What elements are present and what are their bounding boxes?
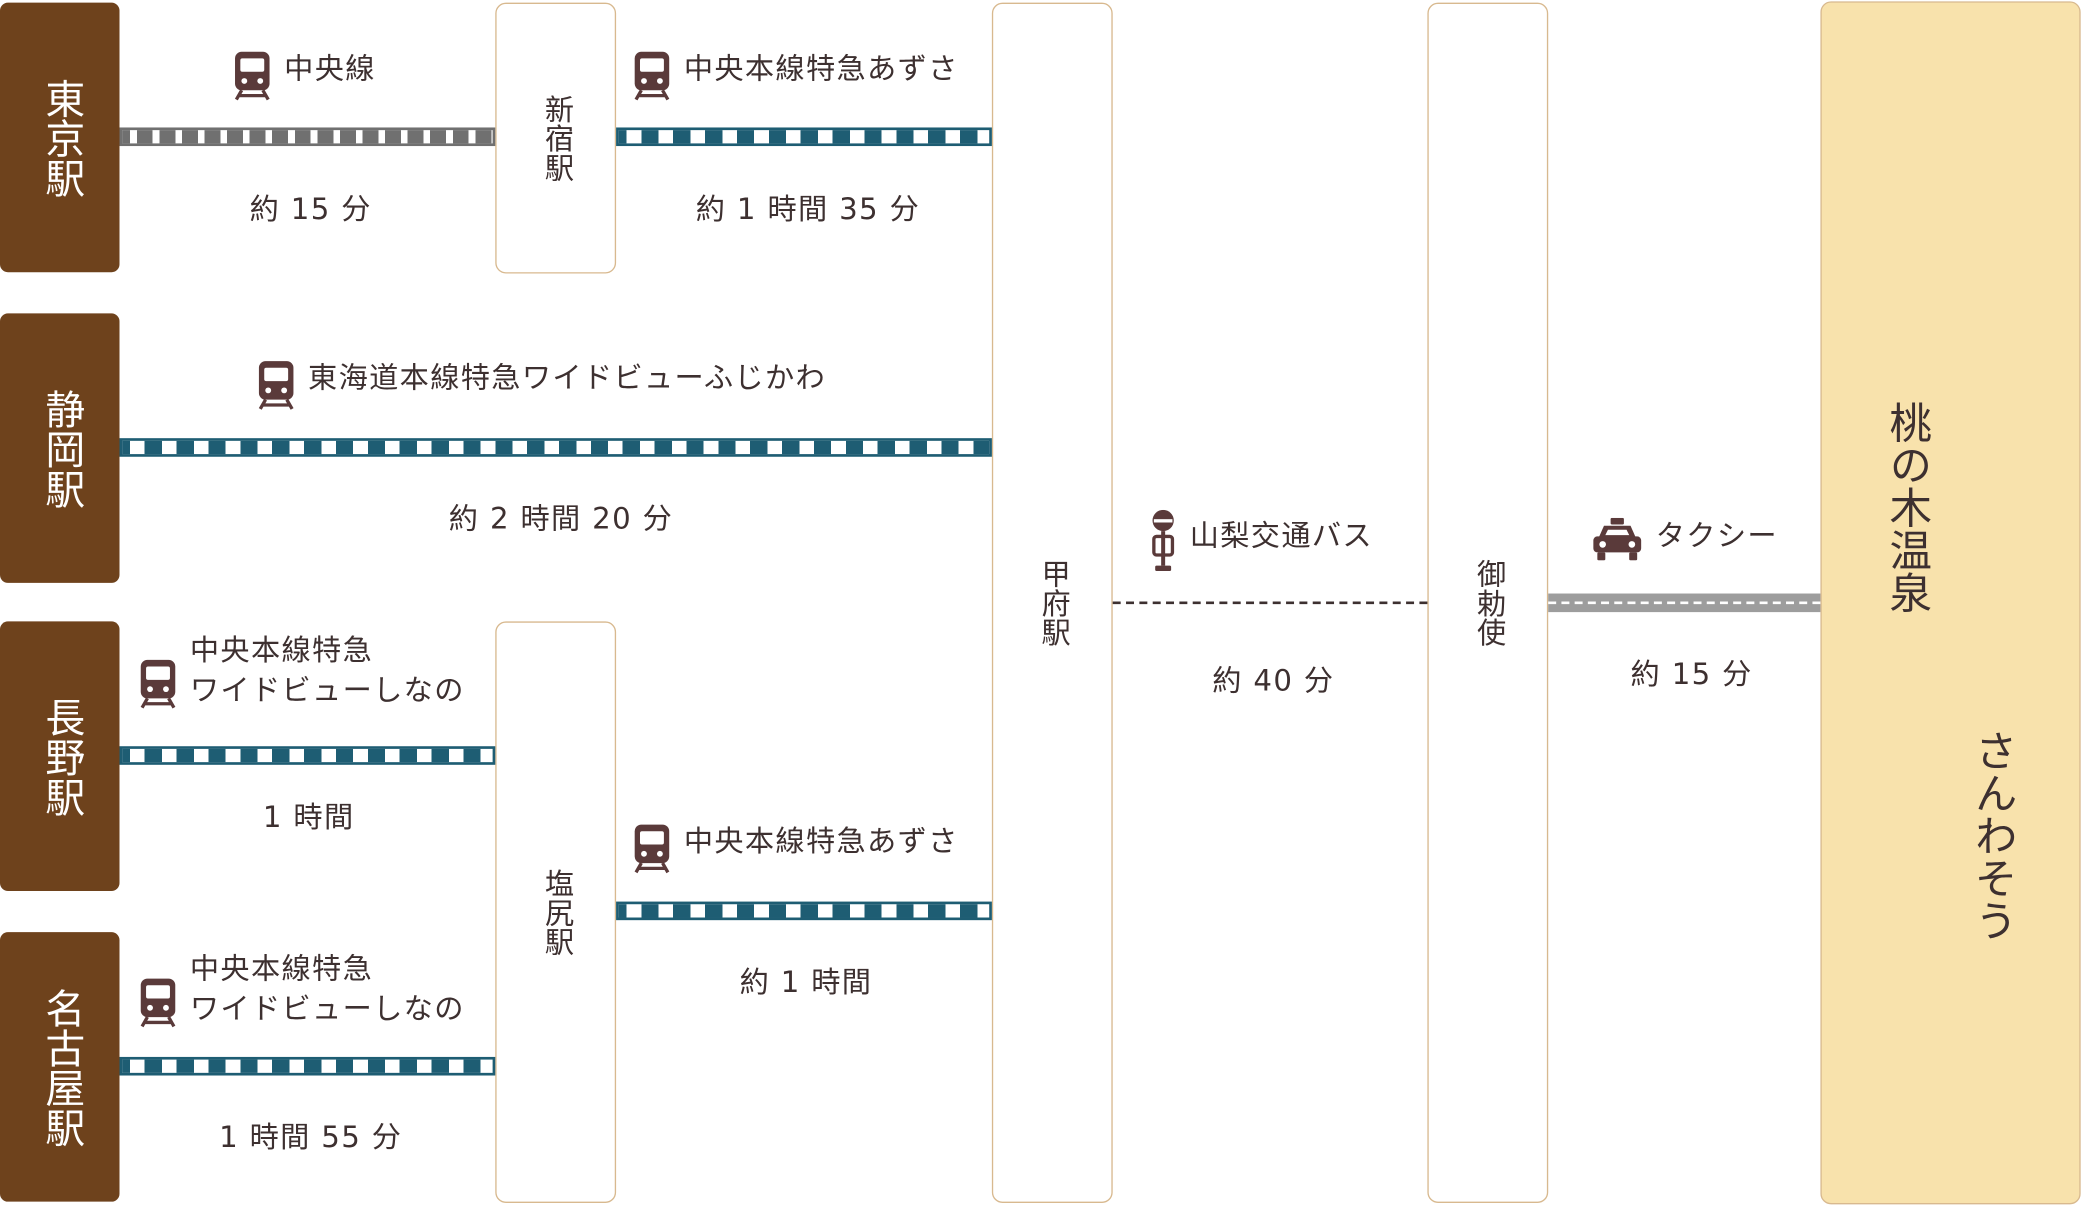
train-icon xyxy=(634,824,670,874)
destination-ryokan: 桃の木温泉 さんわそう xyxy=(1820,1,2081,1205)
train-icon xyxy=(140,659,176,709)
route-shinjuku-kofu-name: 中央本線特急あずさ xyxy=(683,53,959,87)
train-icon xyxy=(258,361,294,410)
station-shinjuku-label: 新宿駅 xyxy=(539,94,573,182)
route-nagano-shiojiri-name: 中央本線特急 ワイドビューしなの xyxy=(190,632,465,711)
station-shiojiri: 塩尻駅 xyxy=(495,621,617,1203)
route-nagano-shiojiri-label: 中央本線特急 ワイドビューしなの xyxy=(139,632,464,711)
station-mitai: 御勅使 xyxy=(1427,2,1549,1203)
route-nagoya-shiojiri-label: 中央本線特急 ワイドビューしなの xyxy=(139,951,464,1030)
route-tokyo-shinjuku-name: 中央線 xyxy=(284,53,376,87)
route-kofu-mitai-name: 山梨交通バス xyxy=(1189,520,1373,554)
route-kofu-mitai-label: 山梨交通バス xyxy=(1150,509,1373,571)
line-tokyo-shinjuku xyxy=(119,127,496,147)
bus-stop-icon xyxy=(1152,509,1175,571)
route-tokyo-shinjuku-time: 約 15 分 xyxy=(249,193,372,228)
origin-nagoya-label: 名古屋駅 xyxy=(37,987,84,1147)
route-shinjuku-kofu-time: 約 1 時間 35 分 xyxy=(695,193,921,228)
station-mitai-label: 御勅使 xyxy=(1471,559,1505,647)
train-icon xyxy=(634,51,670,101)
station-shinjuku: 新宿駅 xyxy=(495,2,617,274)
route-shiojiri-kofu-time: 約 1 時間 xyxy=(739,966,873,1000)
destination-name-line2: さんわそう xyxy=(1968,728,2019,942)
route-shizuoka-kofu-name: 東海道本線特急ワイドビューふじかわ xyxy=(308,362,827,396)
origin-tokyo-label: 東京駅 xyxy=(37,77,84,198)
line-nagano-shiojiri xyxy=(119,746,496,765)
origin-nagoya: 名古屋駅 xyxy=(0,932,120,1202)
line-shizuoka-kofu xyxy=(119,438,992,457)
route-mitai-destination-name: タクシー xyxy=(1655,520,1778,554)
route-shizuoka-kofu-time: 約 2 時間 20 分 xyxy=(448,503,674,537)
route-shizuoka-kofu-label: 東海道本線特急ワイドビューふじかわ xyxy=(258,360,826,410)
line-shiojiri-kofu xyxy=(616,901,992,921)
route-nagoya-shiojiri-time: 1 時間 55 分 xyxy=(219,1121,403,1156)
line-mitai-destination xyxy=(1548,593,1821,613)
route-nagano-shiojiri-name-line1: 中央本線特急 xyxy=(189,634,374,668)
destination-name-line1: 桃の木温泉 xyxy=(1882,400,1934,613)
route-tokyo-shinjuku-label: 中央線 xyxy=(234,50,376,101)
line-nagoya-shiojiri xyxy=(119,1056,496,1076)
route-mitai-destination-label: タクシー xyxy=(1592,517,1778,561)
route-nagano-shiojiri-name-line2: ワイドビューしなの xyxy=(189,674,465,708)
line-kofu-mitai xyxy=(1112,601,1428,605)
route-nagoya-shiojiri-name-line1: 中央本線特急 xyxy=(189,953,374,987)
origin-tokyo: 東京駅 xyxy=(0,2,120,273)
route-nagano-shiojiri-time: 1 時間 xyxy=(262,801,355,836)
origin-nagano: 長野駅 xyxy=(0,621,120,891)
origin-shizuoka-label: 静岡駅 xyxy=(37,388,84,508)
route-shiojiri-kofu-name: 中央本線特急あずさ xyxy=(683,825,959,860)
route-shiojiri-kofu-label: 中央本線特急あずさ xyxy=(633,823,959,874)
origin-nagano-label: 長野駅 xyxy=(37,696,84,816)
route-nagoya-shiojiri-name: 中央本線特急 ワイドビューしなの xyxy=(190,951,465,1030)
origin-shizuoka: 静岡駅 xyxy=(0,313,120,583)
route-kofu-mitai-time: 約 40 分 xyxy=(1212,665,1335,699)
line-shinjuku-kofu xyxy=(616,127,992,147)
station-kofu-label: 甲府駅 xyxy=(1036,559,1070,647)
station-kofu: 甲府駅 xyxy=(991,2,1113,1203)
train-icon xyxy=(140,978,176,1028)
train-icon xyxy=(234,51,270,101)
route-shinjuku-kofu-label: 中央本線特急あずさ xyxy=(633,50,959,101)
station-shiojiri-label: 塩尻駅 xyxy=(539,868,573,957)
route-nagoya-shiojiri-name-line2: ワイドビューしなの xyxy=(189,992,465,1026)
taxi-icon xyxy=(1593,517,1642,561)
route-mitai-destination-time: 約 15 分 xyxy=(1630,658,1753,692)
